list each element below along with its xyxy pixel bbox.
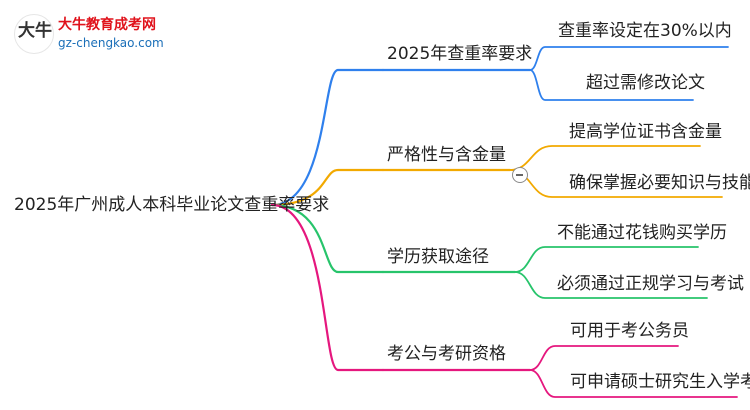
root-branch-edge <box>270 168 385 207</box>
logo-glyph: 大牛 <box>18 21 52 41</box>
branch-node-exam-eligibility: 考公与考研资格 <box>387 344 506 364</box>
leaf-edge <box>514 246 699 273</box>
leaf-node: 超过需修改论文 <box>586 73 705 93</box>
leaf-node: 可申请硕士研究生入学考试 <box>570 372 750 392</box>
leaf-edge <box>529 345 679 371</box>
leaf-edge <box>529 369 738 398</box>
site-logo[interactable]: 大牛 大牛教育成考网 gz-chengkao.com <box>14 14 174 56</box>
root-branch-edge <box>270 203 385 372</box>
branch-node-degree-path: 学历获取途径 <box>387 247 489 267</box>
root-branch-edge <box>270 68 385 207</box>
leaf-node: 可用于考公务员 <box>570 321 689 341</box>
mindmap-edges <box>270 46 738 398</box>
branch-node-rigor-value: 严格性与含金量 <box>387 145 506 165</box>
logo-url: gz-chengkao.com <box>58 36 164 50</box>
logo-title: 大牛教育成考网 <box>58 17 156 33</box>
leaf-node: 必须通过正规学习与考试 <box>557 274 744 294</box>
leaf-edge <box>529 46 729 71</box>
branch-node-check-rate: 2025年查重率要求 <box>387 44 533 64</box>
leaf-edge <box>509 145 701 171</box>
collapse-toggle-icon[interactable] <box>512 167 528 183</box>
root-branch-edge <box>270 203 385 274</box>
leaf-node: 确保掌握必要知识与技能 <box>569 173 750 193</box>
logo-mark: 大牛 <box>14 14 54 54</box>
leaf-edge <box>529 69 694 101</box>
leaf-node: 提高学位证书含金量 <box>569 122 722 142</box>
leaf-edge <box>514 271 708 299</box>
root-node: 2025年广州成人本科毕业论文查重率要求 <box>14 195 330 215</box>
leaf-node: 查重率设定在30%以内 <box>558 21 732 41</box>
leaf-node: 不能通过花钱购买学历 <box>557 223 727 243</box>
